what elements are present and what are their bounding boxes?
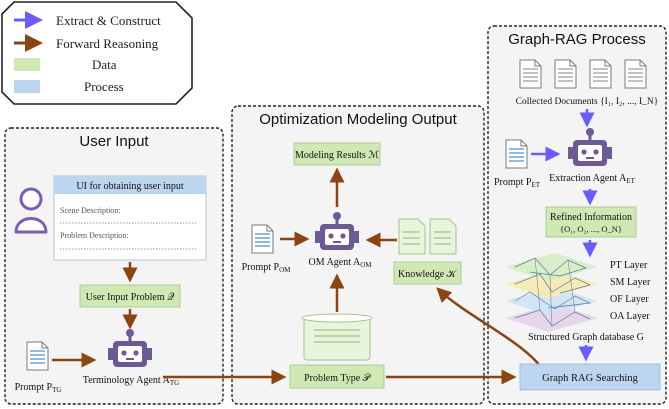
collected-documents-label: Collected Documents {I₁, I₂, ..., I_N} [516, 97, 659, 107]
om-output-title: Optimization Modeling Output [259, 111, 457, 128]
prompt-et-doc-icon [505, 139, 528, 169]
modeling-results-label: Modeling Results ℳ [295, 150, 379, 161]
problem-type-label: Problem Type 𝒫 [304, 373, 372, 384]
knowledge-docs-icon [398, 218, 457, 255]
data-swatch-icon [14, 58, 40, 71]
modeling-results-box [293, 142, 381, 166]
problem-type-box [289, 364, 385, 389]
prompt-et-label: Prompt PET [494, 177, 541, 189]
pt-layer-label: PT Layer [610, 260, 648, 271]
legend-data-label: Data [92, 57, 117, 72]
arrow-rag-to-knowledge [436, 287, 541, 367]
legend: Extract & Construct Forward Reasoning Da… [1, 1, 193, 105]
process-swatch-icon [14, 80, 40, 93]
legend-forward-label: Forward Reasoning [56, 36, 159, 51]
user-input-title: User Input [79, 133, 149, 150]
problem-description-label: Problem Description: [60, 231, 129, 240]
graph-rag-search-box [519, 363, 661, 391]
structured-db-label: Structured Graph database G [528, 332, 644, 343]
graph-rag-search-label: Graph RAG Searching [542, 373, 638, 384]
prompt-tg-doc-icon [26, 341, 49, 371]
prompt-om-label: Prompt POM [242, 262, 292, 274]
refined-information-box [545, 206, 637, 238]
ui-form-title: UI for obtaining user input [76, 181, 183, 192]
legend-process-label: Process [84, 79, 124, 94]
user-avatar-icon [14, 187, 48, 234]
prompt-om-doc-icon [251, 224, 274, 254]
om-output-panel [231, 105, 485, 405]
legend-extract-label: Extract & Construct [56, 13, 161, 28]
scene-description-label: Scene Description: [60, 206, 121, 215]
refined-information-title: Refined Information [550, 212, 632, 223]
prompt-tg-label: Prompt PTG [15, 382, 62, 394]
user-input-problem-box [79, 284, 181, 308]
of-layer-label: OF Layer [610, 294, 649, 305]
user-input-form: UI for obtaining user input Scene Descri… [53, 175, 207, 261]
scroll-icon [301, 313, 373, 361]
sm-layer-label: SM Layer [610, 277, 651, 288]
om-agent-label: OM Agent AOM [309, 257, 373, 269]
graph-layers-stack [505, 253, 598, 332]
knowledge-label: Knowledge 𝒦 [398, 269, 458, 280]
knowledge-box [393, 261, 462, 285]
extraction-agent-label: Extraction Agent AET [549, 173, 635, 185]
terminology-agent-label: Terminology Agent ATG [83, 375, 179, 387]
oa-layer-label: OA Layer [610, 311, 650, 322]
graph-rag-title: Graph-RAG Process [508, 31, 646, 48]
user-input-problem-label: User Input Problem 𝒬 [86, 292, 175, 303]
refined-information-set: {O₁, O₂, ..., O_N} [560, 224, 622, 234]
